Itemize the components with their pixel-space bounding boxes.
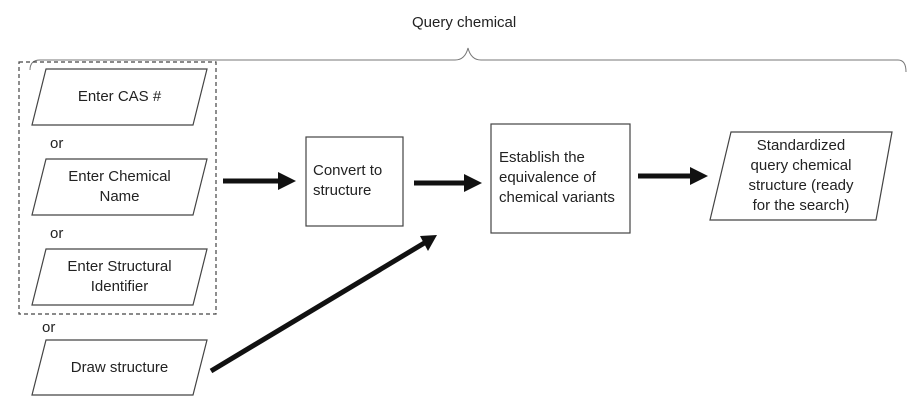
convert-box: [305, 136, 404, 227]
structural-identifier-input-shape: [31, 248, 208, 306]
chemical-name-input-shape: [31, 158, 208, 216]
cas-input-shape: [31, 68, 208, 126]
query-brace: [29, 47, 907, 73]
input-group-box: [18, 61, 217, 315]
cas-input-label: Enter CAS #: [77, 88, 162, 105]
draw-structure-shape: [31, 339, 208, 396]
query-chemical-title: Query chemical: [412, 14, 517, 31]
arrow-to-convert: [223, 172, 296, 190]
or-connector-1: or: [50, 135, 64, 152]
arrow-draw-to-equivalence: [209, 235, 437, 374]
structural-identifier-input-label: Enter Structural Identifier: [67, 258, 172, 295]
arrow-to-output: [638, 167, 708, 185]
output-shape: [709, 131, 893, 221]
or-connector-2: or: [50, 225, 64, 242]
chemical-name-input-label: Enter Chemical Name: [68, 168, 171, 205]
or-connector-3: or: [42, 319, 56, 336]
output-label: Standardized query chemical structure (r…: [748, 137, 854, 214]
draw-structure-label: Draw structure: [70, 358, 169, 376]
convert-step-label: Convert to structure: [313, 162, 383, 199]
arrow-to-equivalence: [414, 174, 482, 192]
equivalence-box: [490, 123, 631, 234]
equivalence-step-label: Establish the equivalence of chemical va…: [499, 149, 615, 206]
